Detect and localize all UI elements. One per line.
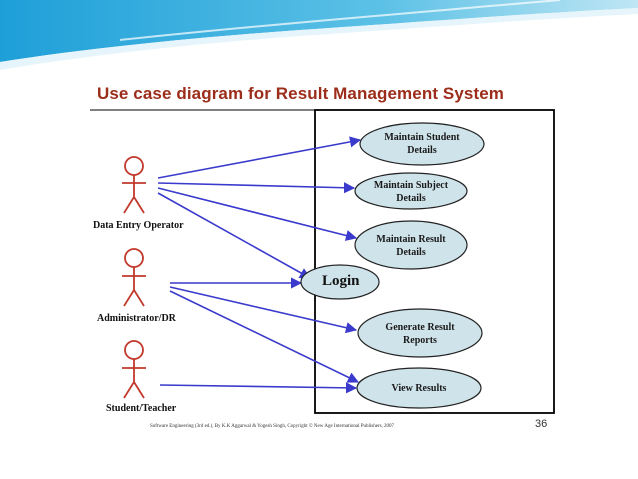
use-case-maintain-subject — [354, 172, 468, 210]
use-case-label-maintain-student: Maintain Student Details — [362, 131, 482, 157]
slide-title: Use case diagram for Result Management S… — [97, 84, 504, 103]
actor-administrator — [122, 248, 146, 307]
use-case-login — [300, 264, 380, 300]
use-case-label-view-results: View Results — [391, 383, 447, 394]
use-case-label-maintain-subject: Maintain Subject Details — [351, 179, 471, 205]
system-boundary — [314, 109, 555, 414]
use-case-label-maintain-result: Maintain Result Details — [351, 233, 471, 259]
use-case-line: Reports — [403, 335, 437, 346]
actor-student-teacher — [122, 340, 146, 399]
association-deo-result — [157, 187, 358, 241]
use-case-line: Maintain Student — [384, 132, 460, 143]
citation-footer: Software Engineering (3rd ed.), By K.K A… — [150, 424, 395, 429]
use-case-maintain-result — [354, 220, 468, 270]
association-deo-login — [157, 192, 311, 279]
actor-label-data-entry-operator: Data Entry Operator — [93, 220, 184, 231]
association-admin-reports — [169, 286, 358, 334]
page-number: 36 — [535, 418, 548, 430]
use-case-shapes — [300, 122, 485, 409]
actor-data-entry-operator — [122, 156, 146, 214]
use-case-line: Details — [407, 145, 437, 156]
use-case-label-login: Login — [322, 273, 360, 289]
association-student-view — [159, 382, 358, 394]
associations — [157, 136, 362, 394]
association-deo-subject — [157, 182, 356, 194]
association-deo-student — [157, 136, 362, 179]
use-case-line: Generate Result — [385, 322, 455, 333]
use-case-generate-reports — [357, 308, 483, 358]
use-case-line: Maintain Result — [376, 234, 446, 245]
use-case-view-results — [356, 367, 482, 409]
use-case-label-generate-reports: Generate Result Reports — [360, 321, 480, 347]
use-case-line: Maintain Subject — [373, 180, 449, 191]
use-case-line: Details — [396, 193, 426, 204]
use-case-line: Details — [396, 247, 426, 258]
use-case-maintain-student — [359, 122, 485, 166]
association-admin-view — [169, 290, 360, 383]
actor-label-student-teacher: Student/Teacher — [106, 403, 177, 414]
header-banner — [0, 0, 638, 70]
actor-label-administrator: Administrator/DR — [97, 313, 176, 324]
